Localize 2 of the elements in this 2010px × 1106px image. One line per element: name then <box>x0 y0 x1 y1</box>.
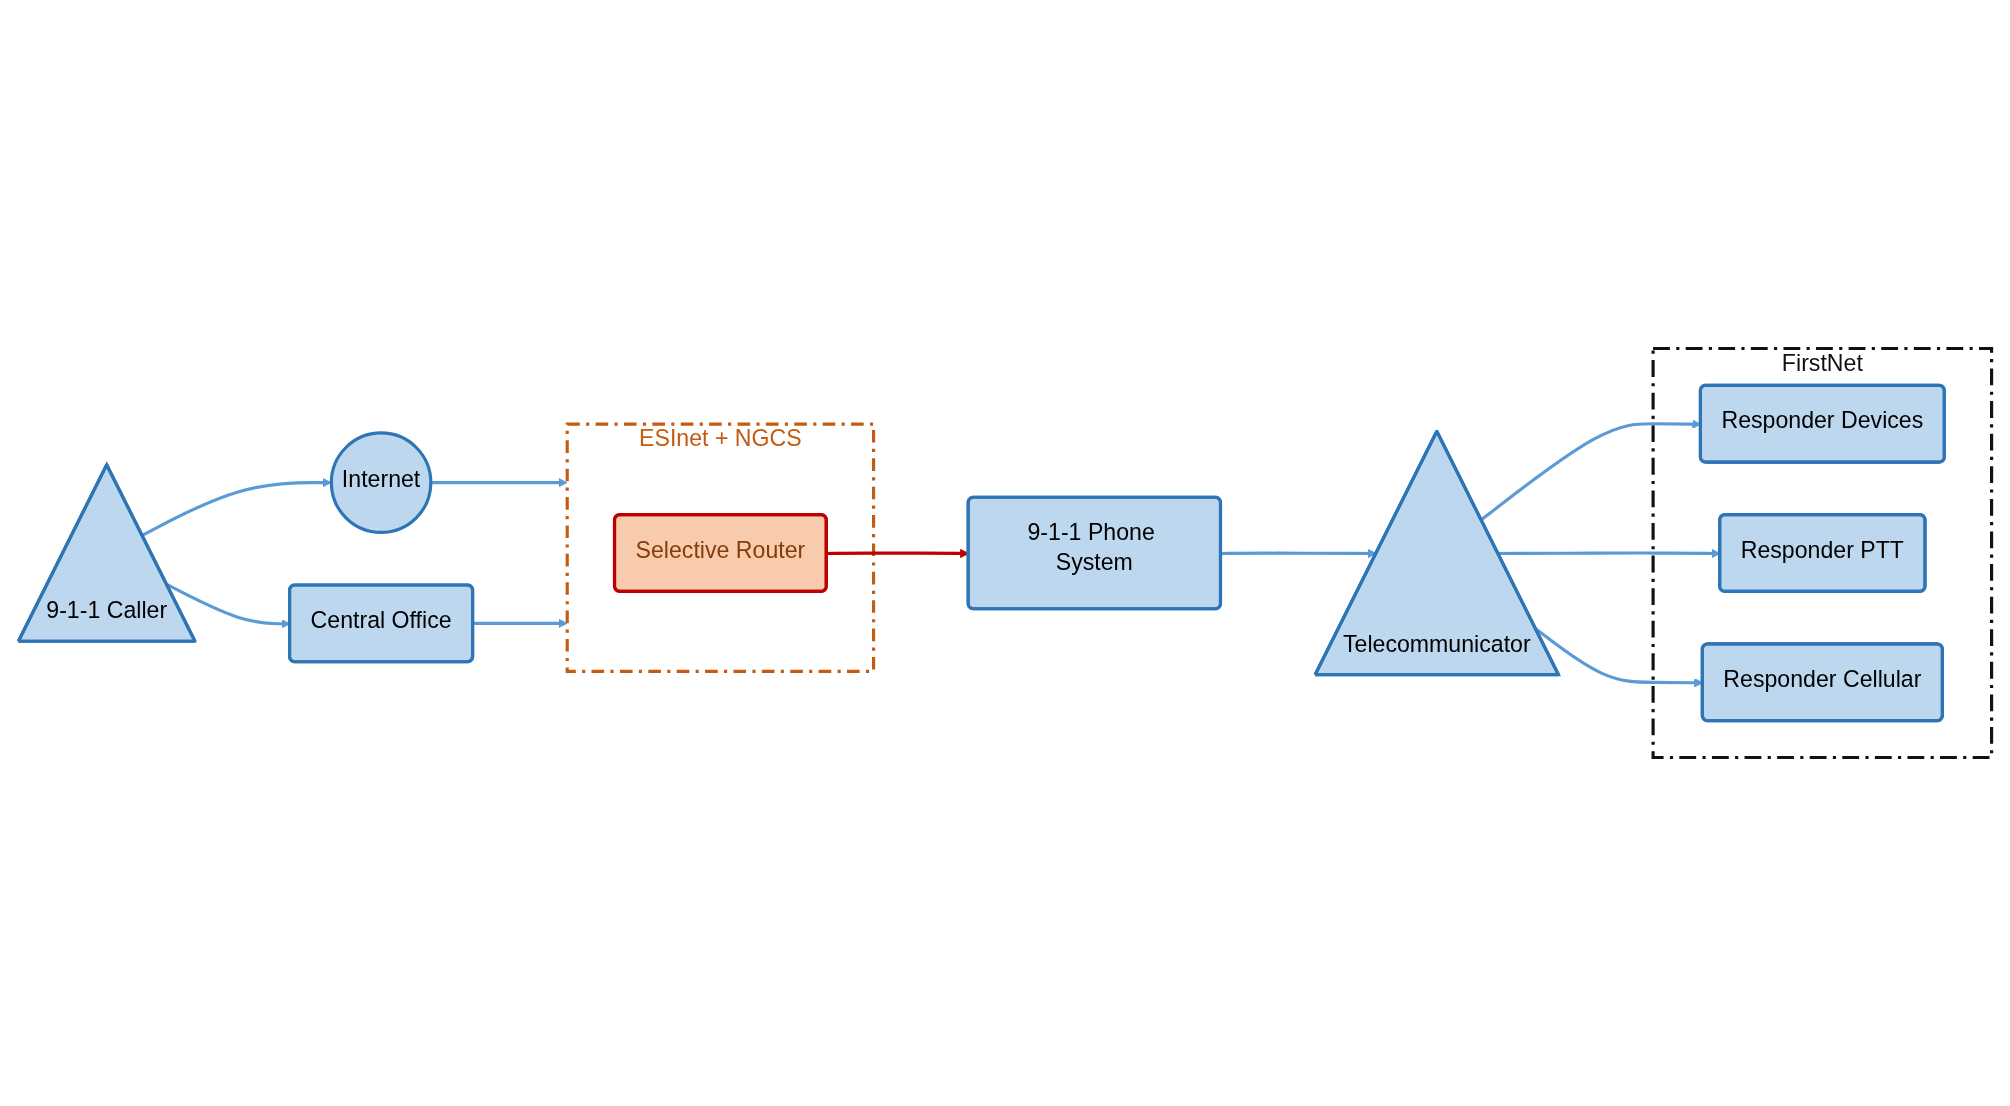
arrow <box>1221 548 1377 559</box>
node-circle: Internet <box>329 431 433 534</box>
